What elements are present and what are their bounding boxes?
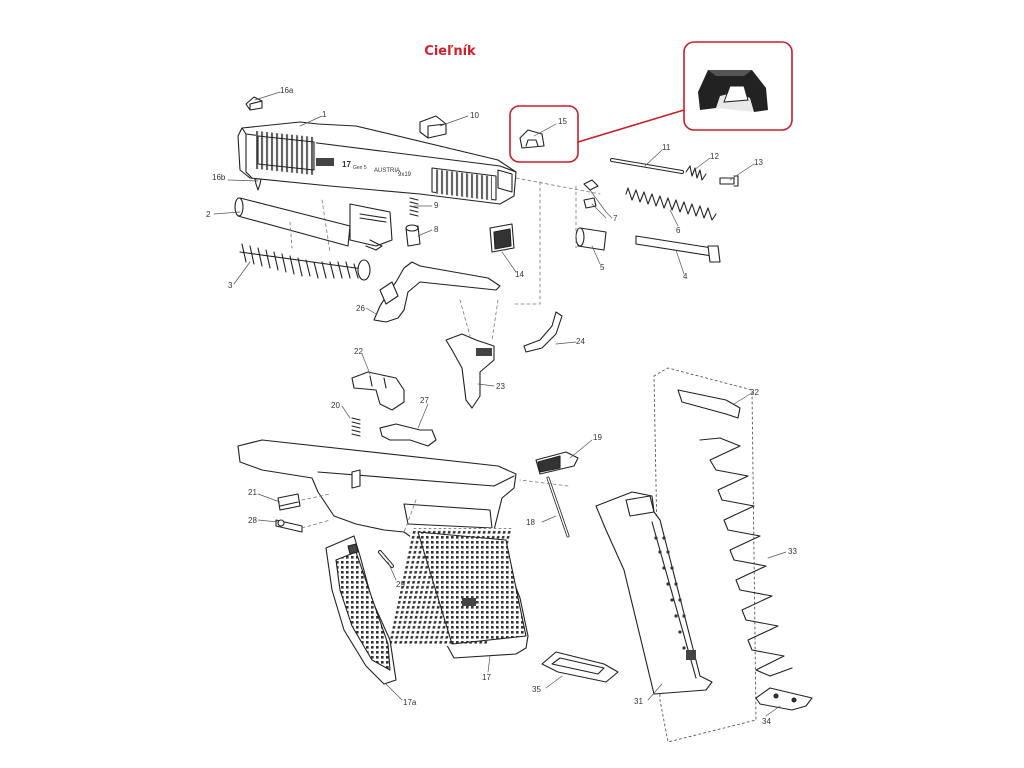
part-label-34: 34 bbox=[762, 717, 771, 726]
part-label-3: 3 bbox=[228, 281, 233, 290]
part-10-shape bbox=[419, 115, 447, 139]
part-label-21: 21 bbox=[248, 488, 257, 497]
part-label-12: 12 bbox=[710, 152, 719, 161]
sight-highlight-callout bbox=[509, 41, 793, 163]
part-label-26: 26 bbox=[356, 304, 365, 313]
part-label-6: 6 bbox=[676, 226, 681, 235]
part-33-magazine-spring bbox=[699, 437, 793, 677]
slide-marking-model: 17 bbox=[342, 160, 351, 169]
part-label-27: 27 bbox=[420, 396, 429, 405]
part-label-23: 23 bbox=[496, 382, 505, 391]
part-label-17: 17 bbox=[482, 673, 491, 682]
slide-marking-caliber: 9x19 bbox=[398, 172, 412, 178]
part-label-16a: 16a bbox=[280, 86, 294, 95]
part-label-10: 10 bbox=[470, 111, 479, 120]
part-label-22: 22 bbox=[354, 347, 363, 356]
part-label-11: 11 bbox=[662, 143, 671, 152]
page-title: Cieľník bbox=[424, 44, 476, 59]
part-11-shape bbox=[610, 158, 684, 174]
part-2-barrel bbox=[234, 197, 393, 251]
part-31-magazine bbox=[595, 491, 713, 695]
part-label-17a: 17a bbox=[403, 698, 417, 707]
part-14-shape bbox=[489, 223, 515, 253]
part-34-shape bbox=[755, 687, 813, 711]
slide-marking-gen: Gen 5 bbox=[353, 165, 367, 171]
part-label-14: 14 bbox=[515, 270, 524, 279]
part-label-16b: 16b bbox=[212, 173, 226, 182]
part-5-shape bbox=[575, 227, 607, 251]
part-26-trigger bbox=[373, 261, 501, 323]
part-label-13: 13 bbox=[754, 158, 763, 167]
part-label-9: 9 bbox=[434, 201, 439, 210]
rear-sight-zoom bbox=[698, 70, 768, 112]
part-label-19: 19 bbox=[593, 433, 602, 442]
part-label-24: 24 bbox=[576, 337, 585, 346]
part-label-18: 18 bbox=[526, 518, 535, 527]
part-3-recoil-spring bbox=[239, 243, 371, 281]
part-18-shape bbox=[546, 476, 570, 538]
part-17a-backstrap bbox=[325, 535, 397, 685]
part-17-frame bbox=[237, 439, 529, 659]
part-label-20: 20 bbox=[331, 401, 340, 410]
part-7-shape bbox=[583, 179, 599, 209]
slide-marking-origin: AUSTRIA bbox=[374, 168, 401, 174]
part-22-shape bbox=[351, 371, 405, 411]
part-32-shape bbox=[677, 389, 741, 419]
part-8-shape bbox=[405, 224, 421, 247]
part-15-shape bbox=[519, 129, 545, 149]
part-21-shape bbox=[277, 493, 301, 511]
part-label-15: 15 bbox=[558, 117, 567, 126]
part-6-spring bbox=[625, 187, 717, 221]
part-29-shape bbox=[378, 550, 394, 568]
part-16a-shape bbox=[245, 96, 263, 111]
part-label-8: 8 bbox=[434, 225, 439, 234]
part-16b-shape bbox=[254, 178, 262, 191]
part-9-shape bbox=[409, 197, 419, 217]
part-1-slide bbox=[237, 121, 517, 205]
part-label-2: 2 bbox=[206, 210, 211, 219]
part-label-32: 32 bbox=[750, 388, 759, 397]
part-20-shape bbox=[351, 417, 361, 437]
part-19-shape bbox=[535, 451, 579, 475]
part-35-shape bbox=[541, 651, 619, 683]
magazine-outline-dotted bbox=[653, 367, 757, 743]
part-label-35: 35 bbox=[532, 685, 541, 694]
part-4-shape bbox=[635, 235, 721, 263]
part-13-shape bbox=[719, 175, 739, 187]
label-leader-lines bbox=[213, 91, 787, 717]
part-label-28: 28 bbox=[248, 516, 257, 525]
part-24-shape bbox=[523, 311, 563, 353]
part-label-1: 1 bbox=[322, 110, 327, 119]
part-label-7: 7 bbox=[613, 214, 618, 223]
part-label-33: 33 bbox=[788, 547, 797, 556]
part-28-shape bbox=[275, 519, 303, 533]
part-label-4: 4 bbox=[683, 272, 688, 281]
assembly-dashed-lines bbox=[289, 177, 601, 533]
part-label-29: 29 bbox=[396, 580, 405, 589]
part-label-5: 5 bbox=[600, 263, 605, 272]
part-23-shape bbox=[445, 333, 495, 409]
part-label-31: 31 bbox=[634, 697, 643, 706]
part-12-shape bbox=[685, 165, 707, 181]
part-27-shape bbox=[379, 423, 437, 447]
